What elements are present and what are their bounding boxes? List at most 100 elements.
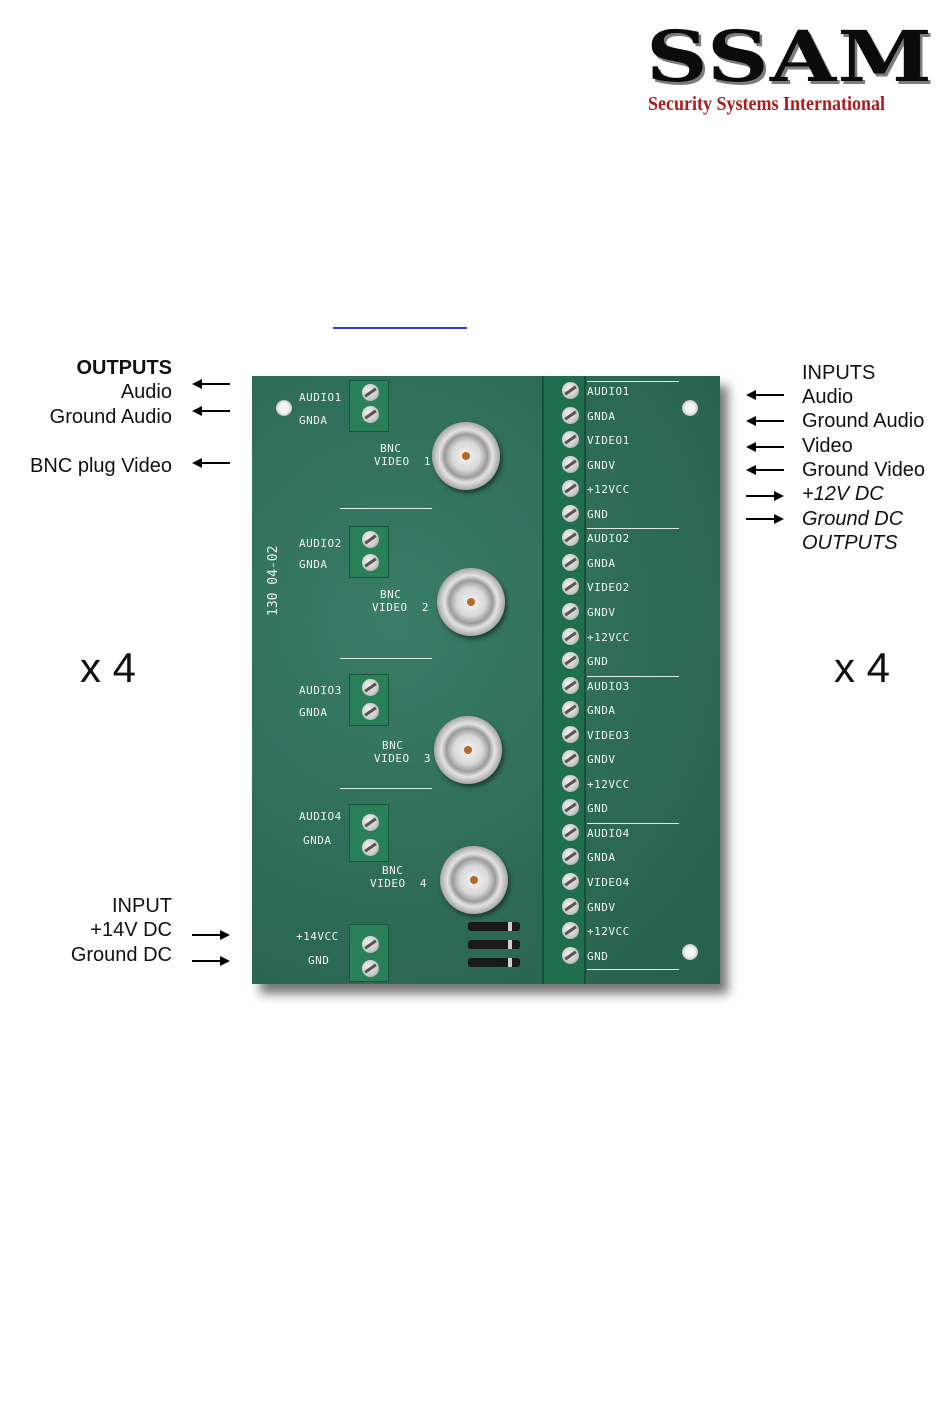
outputs-power-label: +12V DC bbox=[802, 483, 884, 505]
screw-icon bbox=[562, 823, 579, 841]
screw-icon bbox=[562, 946, 579, 964]
terminal-label: VIDEO1 bbox=[587, 434, 630, 448]
link-underline[interactable] bbox=[333, 327, 467, 329]
silk-audio4: AUDIO4 bbox=[299, 810, 342, 823]
inputs-ground-audio-label: Ground Audio bbox=[802, 410, 925, 432]
screw-icon bbox=[362, 679, 379, 696]
terminal-label: AUDIO3 bbox=[587, 679, 630, 693]
left-arrow-icon bbox=[746, 390, 784, 400]
silk-audio2: AUDIO2 bbox=[299, 537, 342, 550]
screw-icon bbox=[562, 382, 579, 399]
outputs-title: OUTPUTS bbox=[76, 357, 172, 379]
screw-icon bbox=[562, 676, 579, 694]
bnc-connector bbox=[440, 846, 508, 914]
screw-icon bbox=[562, 701, 579, 719]
silk-divider bbox=[340, 508, 432, 509]
screw-icon bbox=[562, 873, 579, 890]
logo-subtitle: Security Systems International bbox=[648, 93, 885, 115]
silk-divider bbox=[587, 381, 679, 382]
screw-icon bbox=[562, 774, 579, 792]
screw-icon bbox=[562, 897, 579, 915]
bnc-connector bbox=[432, 422, 500, 490]
screw-icon bbox=[362, 814, 379, 831]
circuit-board-photo: 130 04-02 AUDIO1 GNDA BNC VIDEO 1 AUDIO2… bbox=[252, 376, 720, 984]
silk-bnc1-top: BNC bbox=[380, 442, 402, 455]
left-arrow-icon bbox=[746, 416, 784, 426]
screw-icon bbox=[562, 455, 579, 473]
right-arrow-icon bbox=[192, 956, 230, 966]
diode bbox=[468, 922, 520, 931]
terminal-label: GNDA bbox=[587, 704, 616, 718]
silk-divider bbox=[587, 528, 679, 530]
terminal-label: GNDA bbox=[587, 556, 616, 570]
silk-gnda1: GNDA bbox=[299, 414, 328, 427]
multiplier-left: x 4 bbox=[80, 644, 137, 691]
silk-bnc3-bottom: VIDEO 3 bbox=[374, 752, 431, 765]
diode bbox=[468, 940, 520, 949]
silk-divider bbox=[340, 788, 432, 789]
ssam-logo: SSAM Security Systems International bbox=[646, 15, 934, 124]
silk-bnc4-bottom: VIDEO 4 bbox=[370, 877, 427, 890]
outputs-audio-label: Audio bbox=[120, 381, 172, 403]
screw-icon bbox=[362, 936, 379, 953]
left-arrow-icon bbox=[192, 379, 230, 389]
terminal-label: GNDV bbox=[587, 753, 616, 767]
screw-icon bbox=[562, 725, 579, 743]
outputs-ground-audio-label: Ground Audio bbox=[49, 406, 172, 428]
silk-gnda4: GNDA bbox=[303, 834, 332, 847]
silk-gnda3: GNDA bbox=[299, 706, 328, 719]
terminal-label: GND bbox=[587, 507, 609, 521]
screw-icon bbox=[562, 553, 579, 571]
terminal-label: +12VCC bbox=[587, 925, 630, 939]
terminal-label: +12VCC bbox=[587, 777, 630, 791]
silk-gnda2: GNDA bbox=[299, 558, 328, 571]
left-arrow-icon bbox=[192, 406, 230, 416]
terminal-label: +12VCC bbox=[587, 483, 630, 497]
silk-audio1: AUDIO1 bbox=[299, 391, 342, 404]
input-ground-label: Ground DC bbox=[70, 944, 172, 966]
silk-audio3: AUDIO3 bbox=[299, 684, 342, 697]
screw-icon bbox=[562, 922, 579, 940]
right-arrow-icon bbox=[746, 514, 784, 524]
silk-bnc2-top: BNC bbox=[380, 588, 402, 601]
outputs-group-label: OUTPUTS bbox=[802, 532, 898, 554]
right-arrow-icon bbox=[746, 491, 784, 501]
outputs-bnc-label: BNC plug Video bbox=[30, 455, 172, 477]
screw-icon bbox=[362, 703, 379, 720]
terminal-label: GND bbox=[587, 802, 609, 816]
left-arrow-icon bbox=[746, 442, 784, 452]
logo-mark: SSAM bbox=[646, 15, 934, 98]
screw-icon bbox=[562, 799, 579, 817]
silk-divider bbox=[340, 658, 432, 659]
terminal-label: GNDV bbox=[587, 458, 616, 472]
terminal-label: GND bbox=[587, 949, 609, 963]
input-title: INPUT bbox=[112, 895, 172, 917]
input-power-label: +14V DC bbox=[90, 919, 172, 941]
screw-icon bbox=[562, 431, 579, 449]
terminal-label: GNDV bbox=[587, 605, 616, 619]
terminal-label: VIDEO2 bbox=[587, 581, 630, 595]
screw-icon bbox=[562, 602, 579, 620]
screw-icon bbox=[362, 406, 379, 423]
silk-divider bbox=[587, 969, 679, 971]
terminal-label: +12VCC bbox=[587, 630, 630, 644]
screw-icon bbox=[362, 960, 379, 977]
screw-icon bbox=[562, 627, 579, 645]
inputs-ground-video-label: Ground Video bbox=[802, 459, 926, 481]
screw-icon bbox=[562, 578, 579, 596]
silk-divider bbox=[587, 675, 679, 677]
left-arrow-icon bbox=[192, 458, 230, 468]
board-code: 130 04-02 bbox=[266, 545, 281, 616]
screw-icon bbox=[362, 554, 379, 571]
silk-bnc4-top: BNC bbox=[382, 864, 404, 877]
screw-icon bbox=[362, 531, 379, 548]
screw-icon bbox=[562, 652, 579, 670]
screw-icon bbox=[562, 848, 579, 866]
silk-bnc2-bottom: VIDEO 2 bbox=[372, 601, 429, 614]
mounting-hole bbox=[682, 944, 698, 960]
outputs-ground-dc-label: Ground DC bbox=[802, 508, 904, 530]
screw-icon bbox=[562, 480, 579, 498]
terminal-label: AUDIO1 bbox=[587, 385, 630, 398]
right-arrow-icon bbox=[192, 930, 230, 940]
bnc-connector bbox=[434, 716, 502, 784]
